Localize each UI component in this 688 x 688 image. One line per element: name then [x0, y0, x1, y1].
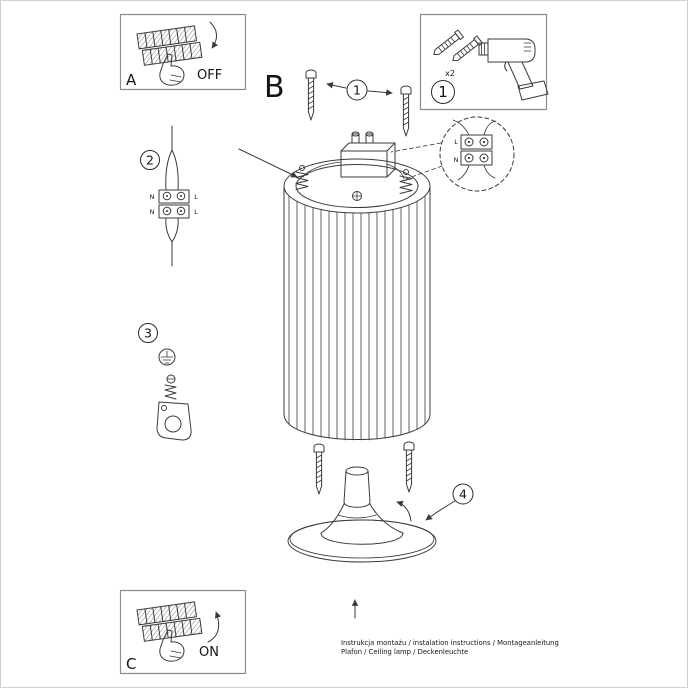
ground-symbol-icon: [158, 348, 176, 366]
callout-4-number: 4: [459, 487, 467, 502]
top-plate-leader-arrow: [238, 148, 298, 178]
spring-post-icon: [399, 169, 413, 194]
switch-on-arrow-icon: [207, 611, 222, 643]
terminal-detail-circle: [390, 116, 515, 192]
footer-line-2: Plafon / Ceiling lamp / Deckenleuchte: [341, 648, 468, 656]
callout-2-number: 2: [146, 153, 154, 168]
step-1-number: 1: [438, 83, 448, 101]
callout-4-leader: [425, 500, 456, 521]
detail-leader: [390, 142, 443, 180]
panel-a: [119, 13, 247, 91]
panel-a-label: A: [126, 71, 137, 89]
callout-2-badge: [140, 150, 160, 170]
spring-post-icon: [295, 165, 309, 190]
callout-1-number: 1: [353, 83, 361, 98]
canopy-drawing: [287, 466, 437, 563]
callout-3-badge: [138, 323, 158, 343]
mains-cable-drawing: [158, 125, 190, 267]
drill-icon: [478, 38, 549, 101]
lamp-shade-drawing: [283, 131, 431, 441]
panel-c-state: ON: [199, 645, 219, 660]
panel-a-state: OFF: [197, 68, 222, 83]
panel-c: [119, 589, 247, 675]
section-b-label: B: [264, 70, 285, 105]
callout-4-badge: [452, 483, 474, 505]
detail-label-l: L: [454, 138, 458, 146]
internal-wire: [302, 161, 405, 180]
footer-line-1: Instrukcja montażu / instalation instruc…: [341, 639, 559, 647]
anchor-quantity: x2: [445, 69, 455, 78]
wire-label-n: N: [150, 208, 155, 216]
step-1-badge: [431, 80, 455, 104]
tools-panel: [419, 13, 549, 111]
callout-1-leader: [367, 89, 393, 96]
spring-icon: [164, 384, 177, 400]
wire-label-l: L: [194, 208, 198, 216]
wire-label-l: L: [194, 193, 198, 201]
wire-label-n: N: [150, 193, 155, 201]
callout-1-badge: [346, 79, 368, 101]
mounting-bracket-drawing: [156, 348, 192, 441]
switch-off-arrow-icon: [209, 21, 219, 49]
callout-3-number: 3: [144, 326, 152, 341]
rotation-arrow-icon: [396, 500, 412, 522]
detail-label-n: N: [454, 156, 459, 164]
panel-c-label: C: [126, 655, 136, 673]
terminal-block: [158, 189, 190, 219]
callout-1-leader: [326, 82, 347, 89]
